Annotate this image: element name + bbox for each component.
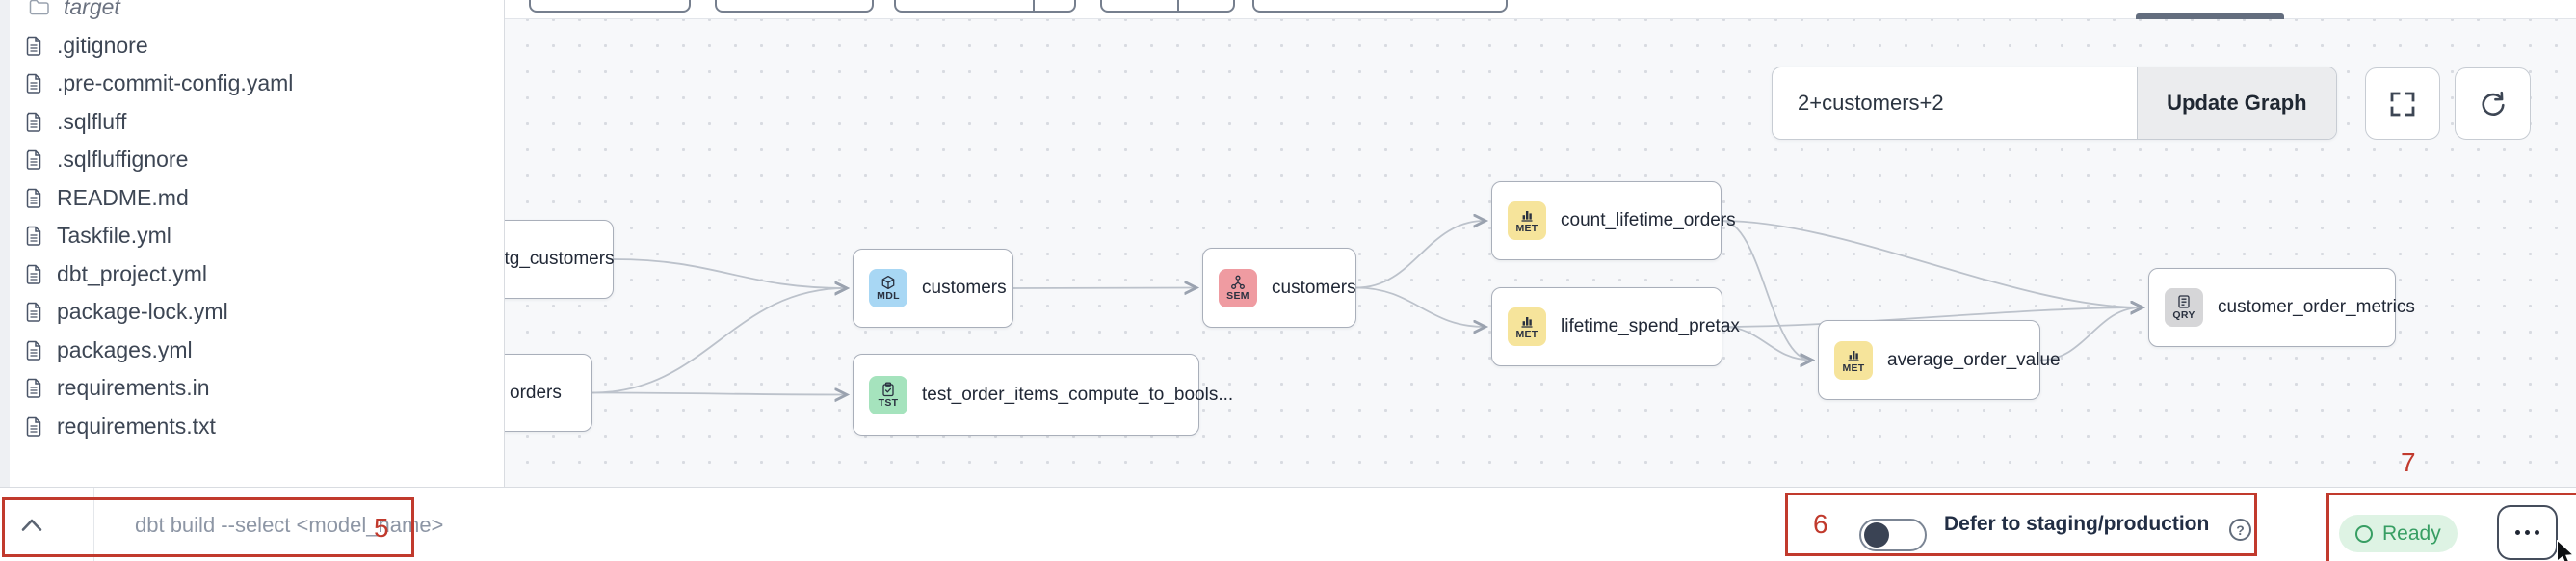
graph-node-customer_order_metrics[interactable]: QRY customer_order_metrics: [2148, 268, 2415, 347]
file-icon: [26, 150, 41, 170]
file-icon: [26, 379, 41, 398]
folder-icon: [29, 0, 49, 15]
toolbar-button-stub[interactable]: [1252, 0, 1508, 13]
file-icon: [26, 303, 41, 322]
file-item[interactable]: .gitignore: [0, 27, 504, 66]
node-label: average_order_value: [1887, 349, 2061, 370]
file-name: .sqlfluffignore: [57, 147, 189, 173]
test-badge-icon: TST: [869, 375, 907, 414]
file-icon: [26, 188, 41, 208]
active-tab-indicator: [2136, 13, 2284, 19]
toolbar-button-stub[interactable]: [715, 0, 874, 13]
file-name: README.md: [57, 184, 189, 210]
refresh-button[interactable]: [2455, 67, 2531, 140]
file-item[interactable]: Taskfile.yml: [0, 217, 504, 255]
graph-node-customers_semantic[interactable]: SEM customers: [1202, 248, 1356, 328]
graph-node-count_lifetime_orders[interactable]: MET count_lifetime_orders: [1491, 181, 1736, 260]
file-item[interactable]: requirements.in: [0, 369, 504, 408]
toolbar-split-divider: [1033, 0, 1035, 11]
file-icon: [26, 227, 41, 246]
file-item[interactable]: package-lock.yml: [0, 293, 504, 332]
file-name: package-lock.yml: [57, 299, 228, 325]
file-explorer-panel: target .gitignore .pre-commit-config.yam…: [0, 0, 505, 487]
node-label: orders: [510, 382, 562, 403]
file-icon: [26, 112, 41, 132]
file-name: requirements.txt: [57, 413, 216, 439]
defer-toggle[interactable]: [1859, 519, 1927, 551]
update-graph-button[interactable]: Update Graph: [2136, 67, 2336, 139]
node-label: customers: [1272, 277, 1356, 298]
file-name: packages.yml: [57, 336, 193, 362]
file-icon: [26, 36, 41, 56]
toolbar-strip: [505, 0, 2576, 19]
file-name: .pre-commit-config.yaml: [57, 70, 294, 96]
file-list: target .gitignore .pre-commit-config.yam…: [0, 0, 504, 445]
graph-node-lifetime_spend_pretax[interactable]: MET lifetime_spend_pretax: [1491, 287, 1740, 366]
status-ring-icon: [2355, 524, 2373, 543]
file-name: requirements.in: [57, 375, 210, 401]
refresh-icon: [2481, 91, 2505, 116]
file-icon: [26, 416, 41, 437]
folder-name: target: [64, 0, 120, 20]
file-name: dbt_project.yml: [57, 260, 207, 286]
file-item[interactable]: requirements.txt: [0, 408, 504, 446]
file-name: .gitignore: [57, 32, 148, 58]
folder-item-target[interactable]: target: [0, 0, 504, 27]
graph-node-customers_model[interactable]: MDL customers: [853, 249, 1013, 328]
file-name: .sqlfluff: [57, 108, 127, 134]
lineage-selector-group: Update Graph: [1772, 67, 2337, 140]
file-item[interactable]: README.md: [0, 179, 504, 218]
defer-label: Defer to staging/production: [1944, 513, 2210, 535]
node-label: customers: [922, 278, 1007, 298]
node-label: test_order_items_compute_to_bools...: [922, 384, 1234, 405]
node-label: count_lifetime_orders: [1561, 210, 1736, 230]
file-icon: [26, 340, 41, 361]
file-name: Taskfile.yml: [57, 223, 171, 249]
ellipsis-icon: [2515, 530, 2520, 535]
graph-node-average_order_value[interactable]: MET average_order_value: [1818, 320, 2061, 400]
file-icon: [26, 264, 41, 284]
toolbar-split-button-stub[interactable]: [1100, 0, 1235, 13]
fullscreen-button[interactable]: [2365, 67, 2440, 140]
metric-badge-icon: MET: [1508, 307, 1546, 346]
saved-query-badge-icon: QRY: [2165, 288, 2203, 327]
node-label: stg_customers: [495, 249, 615, 269]
file-item[interactable]: packages.yml: [0, 332, 504, 370]
metric-badge-icon: MET: [1508, 201, 1546, 240]
file-item[interactable]: dbt_project.yml: [0, 255, 504, 294]
command-input[interactable]: [135, 488, 906, 561]
help-icon[interactable]: ?: [2229, 519, 2251, 541]
file-item[interactable]: .sqlfluff: [0, 103, 504, 142]
node-label: lifetime_spend_pretax: [1561, 316, 1740, 336]
command-bar-divider: [93, 488, 94, 561]
metric-badge-icon: MET: [1834, 340, 1873, 380]
toolbar-button-stub[interactable]: [529, 0, 691, 13]
more-options-button[interactable]: [2497, 505, 2558, 560]
panel-gutter: [0, 0, 10, 487]
status-text: Ready: [2382, 521, 2441, 545]
file-item[interactable]: .sqlfluffignore: [0, 141, 504, 179]
toolbar-split-divider: [1177, 0, 1179, 11]
status-badge: Ready: [2339, 515, 2458, 552]
toolbar-split-button-stub[interactable]: [894, 0, 1076, 13]
file-item[interactable]: .pre-commit-config.yaml: [0, 65, 504, 103]
graph-node-test_order_items[interactable]: TST test_order_items_compute_to_bools...: [853, 354, 1233, 436]
node-label: customer_order_metrics: [2218, 297, 2415, 317]
file-icon: [26, 74, 41, 94]
chevron-up-icon[interactable]: [21, 518, 42, 532]
lineage-selector-input[interactable]: [1773, 67, 2137, 139]
semantic-model-badge-icon: SEM: [1219, 268, 1257, 307]
fullscreen-icon: [2390, 92, 2415, 116]
toggle-knob: [1864, 522, 1889, 548]
model-badge-icon: MDL: [869, 269, 907, 307]
